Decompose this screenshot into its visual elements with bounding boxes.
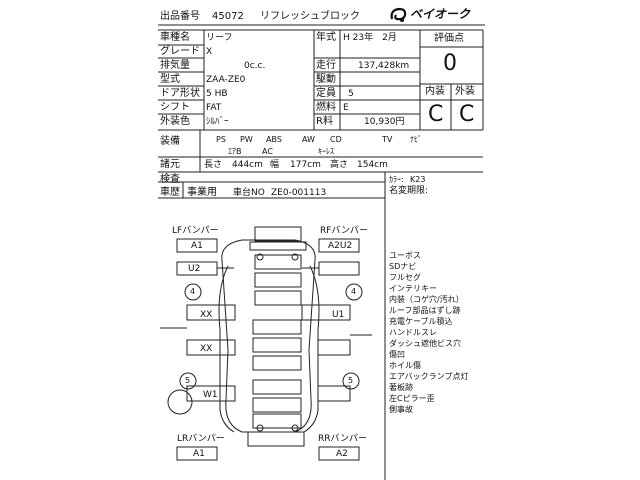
year-value: H 23年 2月 (343, 33, 397, 43)
tire-rf: 4 (351, 287, 357, 296)
score-value: 0 (443, 51, 457, 76)
height-value: 154cm (357, 160, 388, 170)
equipment-label: 装備 (160, 136, 180, 147)
logo-text: ベイオーク (410, 7, 471, 21)
score-label: 評価点 (434, 33, 464, 44)
color-value: ｼﾙﾊﾞｰ (206, 117, 229, 127)
interior-label: 内装 (425, 86, 445, 97)
note-item: 著板跡 (389, 383, 413, 392)
width-value: 177cm (290, 160, 321, 170)
note-item: ルーフ部品はずし跡 (389, 306, 461, 315)
tire-rr: 5 (348, 376, 354, 385)
note-item: 傷凹 (389, 350, 405, 359)
mark-u2: U2 (188, 264, 201, 274)
length-value: 444cm (232, 160, 263, 170)
tire-lf: 4 (190, 287, 196, 296)
equip-airbag: ｴｱB (228, 147, 242, 156)
note-item: エアバックランプ点灯 (389, 372, 469, 381)
note-item: インテリキー (389, 284, 437, 293)
rr-bumper-value: A2 (336, 449, 348, 459)
r-fee-label: R料 (316, 116, 333, 127)
inspection-label: 検査 (160, 174, 180, 185)
rf-bumper-value: A2U2 (328, 241, 353, 251)
lr-bumper-value: A1 (193, 449, 205, 459)
note-item: 左Cピラー歪 (389, 394, 435, 403)
equip-keyless: ｷｰﾚｽ (318, 147, 334, 156)
displacement-label: 排気量 (160, 60, 190, 71)
dimensions-label: 諸元 (160, 159, 180, 170)
logo-swirl-icon (390, 7, 407, 22)
length-label: 長さ (204, 160, 223, 170)
mark-w1: W1 (203, 390, 218, 400)
exterior-grade: C (459, 102, 475, 127)
note-item: ユーボス (389, 251, 421, 260)
equip-ps: PS (216, 135, 226, 144)
equip-ac: AC (262, 147, 273, 156)
mark-xx-upper: XX (200, 310, 213, 320)
mileage-value: 137,428km (358, 61, 410, 71)
note-item: SDナビ (389, 262, 417, 271)
note-item: 側事故 (389, 405, 413, 414)
rf-bumper-label: RFバンパー (320, 226, 368, 236)
color-label: 外装色 (160, 116, 190, 127)
door-label: ドア形状 (160, 88, 200, 99)
block-name: リフレッシュブロック (260, 11, 360, 22)
note-item: フルセグ (389, 273, 421, 282)
capacity-value: 5 (348, 89, 354, 99)
lf-bumper-value: A1 (191, 241, 203, 251)
grade-value: X (206, 47, 213, 57)
year-label: 年式 (316, 32, 336, 43)
bayauc-logo: ベイオーク (388, 6, 484, 24)
interior-grade: C (428, 102, 444, 127)
lr-bumper-label: LRバンパー (177, 434, 225, 444)
note-item: 内装（コゲ穴/汚れ） (389, 295, 464, 304)
color-no-value: K23 (410, 175, 426, 184)
grade-label: グレード (160, 46, 200, 57)
shift-label: シフト (160, 102, 190, 113)
model-label: 型式 (160, 74, 180, 85)
note-item: ハンドルスレ (389, 328, 437, 337)
damage-diagram: LFバンパー A1 RFバンパー A2U2 U2 U1 XX XX W1 4 4… (150, 200, 385, 480)
equip-navi: ﾅﾋﾞ (410, 135, 422, 144)
history-value: 事業用 (187, 187, 217, 198)
lot-label: 出品番号 (160, 11, 200, 22)
equip-aw: AW (302, 135, 315, 144)
car-name-value: リーフ (206, 33, 233, 43)
color-no-label: ｶﾗｰ: (389, 175, 404, 184)
mileage-label: 走行 (316, 60, 336, 71)
door-value: 5 HB (206, 89, 228, 99)
equip-cd: CD (330, 135, 342, 144)
equip-tv: TV (382, 135, 393, 144)
height-label: 高さ (330, 160, 349, 170)
lot-number: 45072 (212, 11, 244, 22)
r-fee-value: 10,930円 (364, 117, 405, 127)
car-outline (160, 226, 372, 461)
note-item: ホイル傷 (389, 361, 421, 370)
rr-bumper-label: RRバンパー (318, 434, 367, 444)
name-change-label: 名変期限: (389, 186, 429, 196)
history-label: 車歴 (160, 187, 180, 198)
shift-value: FAT (206, 103, 222, 113)
note-item: 充電ケーブル積込 (389, 317, 453, 326)
equip-pw: PW (240, 135, 253, 144)
width-label: 幅 (270, 160, 280, 170)
fuel-value: E (343, 103, 349, 113)
model-value: ZAA-ZE0 (206, 75, 246, 85)
displacement-value: 0c.c. (244, 61, 266, 71)
capacity-label: 定員 (316, 88, 336, 99)
mark-u1: U1 (332, 310, 345, 320)
mark-xx-lower: XX (200, 344, 213, 354)
drive-label: 駆動 (316, 74, 336, 85)
tire-lr: 5 (185, 376, 191, 385)
lf-bumper-label: LFバンパー (172, 226, 219, 236)
fuel-label: 燃料 (316, 102, 336, 113)
chassis-value: ZE0-001113 (271, 188, 327, 198)
equip-abs: ABS (266, 135, 282, 144)
chassis-label: 車台NO (233, 188, 265, 198)
note-item: ダッシュ遮他ビス穴 (389, 339, 461, 348)
car-name-label: 車種名 (160, 32, 190, 43)
exterior-label: 外装 (455, 86, 475, 97)
